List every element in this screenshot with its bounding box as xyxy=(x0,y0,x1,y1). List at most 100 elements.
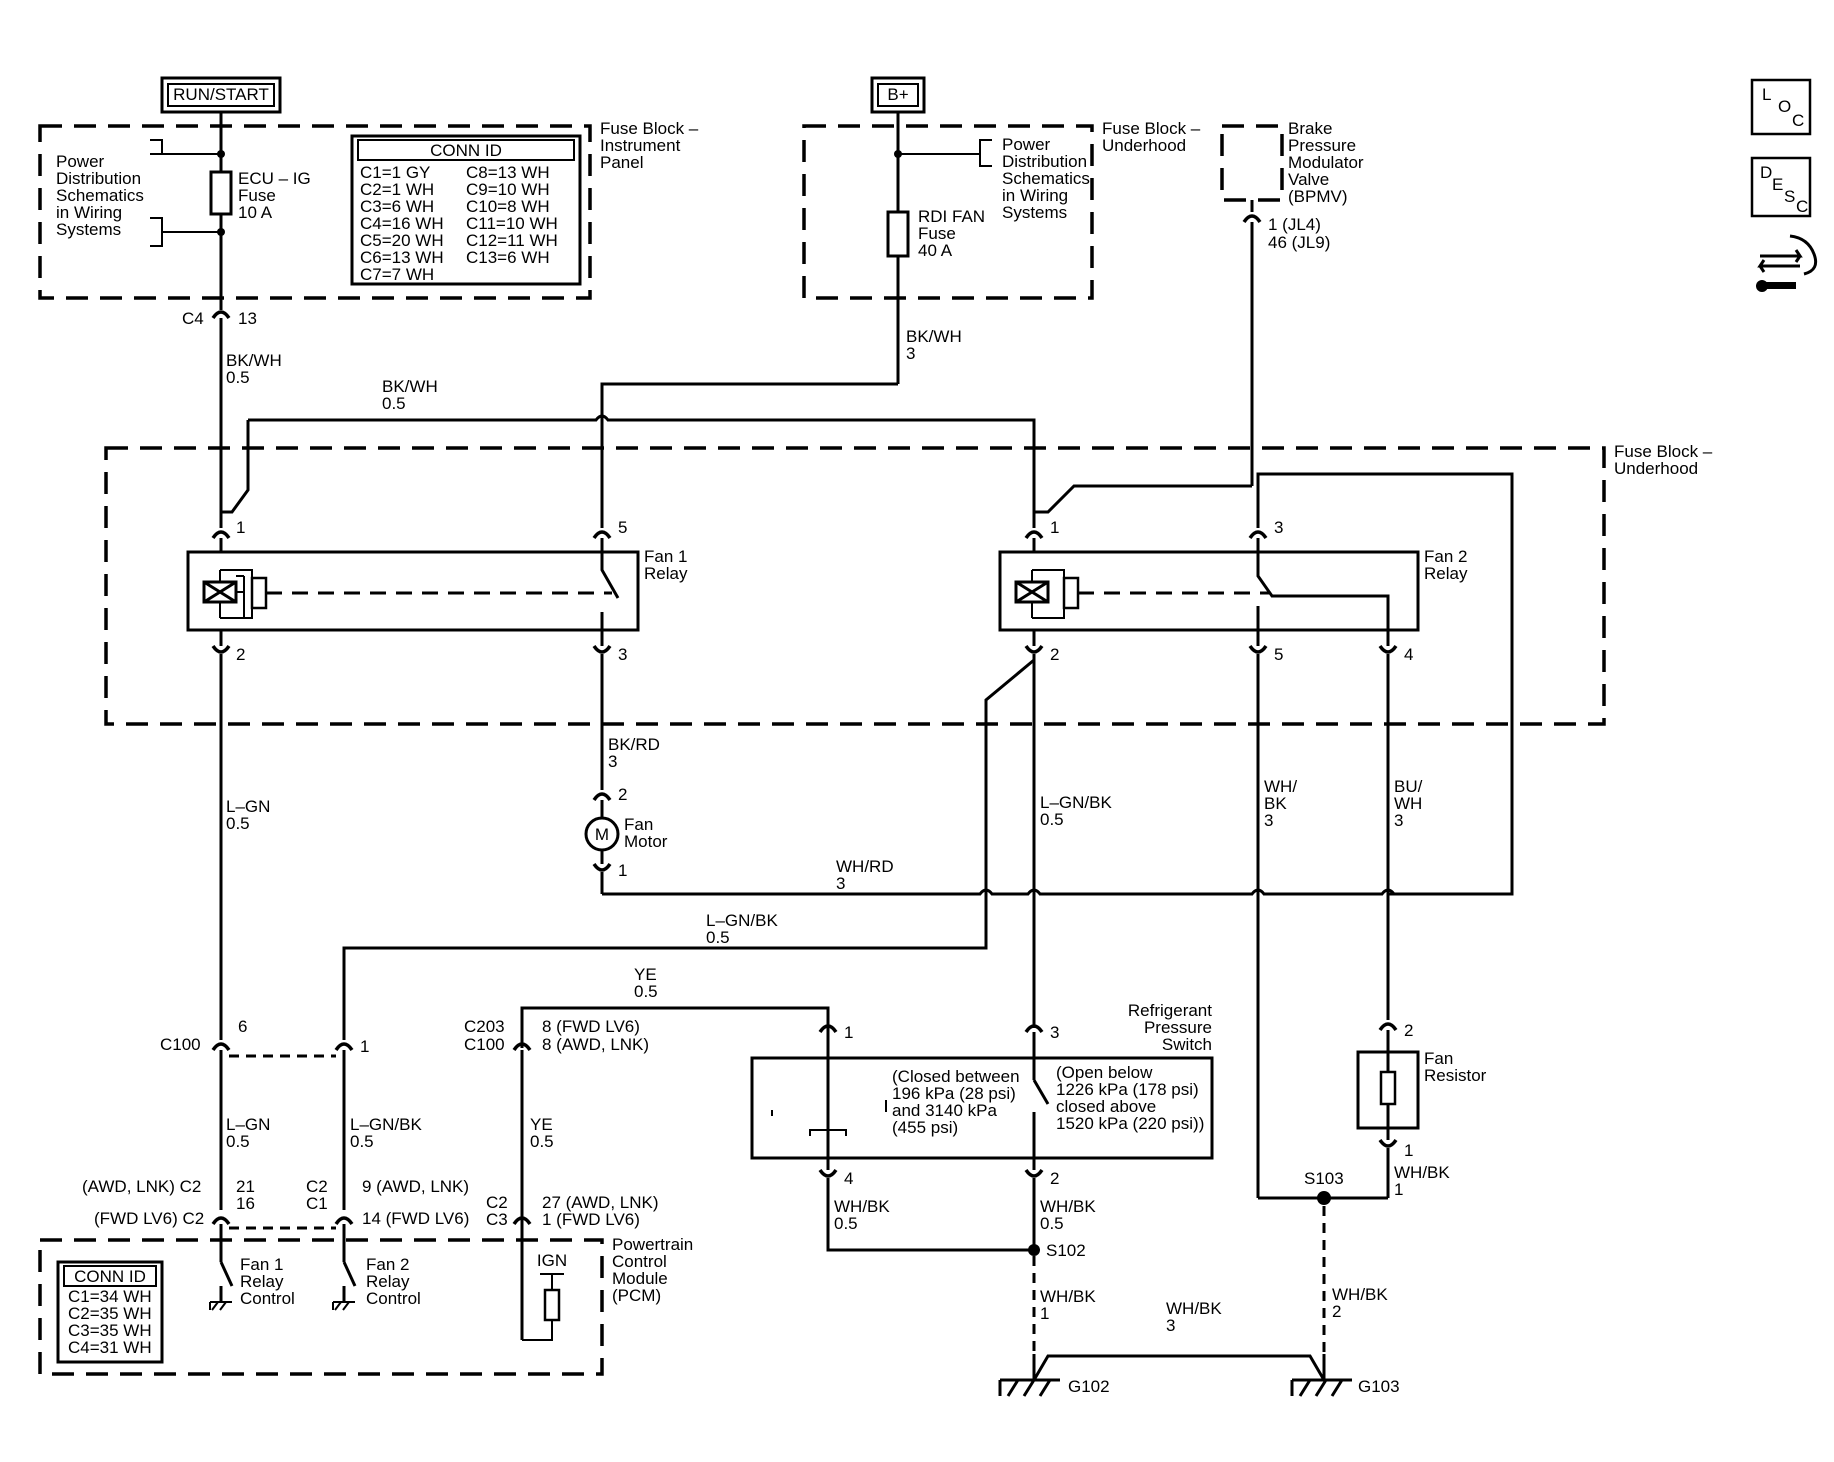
svg-text:3: 3 xyxy=(1394,811,1403,830)
fuse-block-uh-main-title: Fuse Block – Underhood xyxy=(1614,442,1713,478)
fuse-block-ip-title: Fuse Block – Instrument Panel xyxy=(600,119,699,172)
svg-text:1: 1 xyxy=(1040,1304,1049,1323)
svg-text:0.5: 0.5 xyxy=(226,368,250,387)
svg-text:M: M xyxy=(595,825,609,844)
svg-text:16: 16 xyxy=(236,1194,255,1213)
svg-text:Fan 2: Fan 2 xyxy=(366,1255,409,1274)
svg-text:C13=6 WH: C13=6 WH xyxy=(466,248,550,267)
svg-text:Underhood: Underhood xyxy=(1614,459,1698,478)
svg-text:C10=8 WH: C10=8 WH xyxy=(466,197,550,216)
svg-text:0.5: 0.5 xyxy=(706,928,730,947)
c4-pin: 13 xyxy=(238,309,257,328)
fuse-block-underhood-main-boundary xyxy=(104,446,1606,726)
svg-text:3: 3 xyxy=(1050,1023,1059,1042)
conn-id-table-ip: CONN ID C1=1 GY C2=1 WH C3=6 WH C4=16 WH… xyxy=(350,134,582,286)
desc-icon[interactable]: D E S C xyxy=(1750,156,1812,218)
svg-text:Fuse Block –: Fuse Block – xyxy=(1614,442,1713,461)
rps-open-spec: (Open below 1226 kPa (178 psi) closed ab… xyxy=(1056,1063,1204,1133)
fan-1-relay-control xyxy=(209,1224,234,1311)
fuse-block-uh-top-title: Fuse Block – Underhood xyxy=(1102,119,1201,155)
svg-text:2: 2 xyxy=(1332,1302,1341,1321)
svg-text:46 (JL9): 46 (JL9) xyxy=(1268,233,1330,252)
g103-ground xyxy=(1290,1354,1352,1397)
svg-text:closed above: closed above xyxy=(1056,1097,1156,1116)
svg-text:1226 kPa (178 psi): 1226 kPa (178 psi) xyxy=(1056,1080,1199,1099)
fan-motor-pin-top: 2 xyxy=(618,785,627,804)
bpmv-label: Brake Pressure Modulator Valve (BPMV) xyxy=(1288,119,1364,206)
lgn-wire-label-b: L–GN 0.5 xyxy=(226,1115,270,1151)
svg-text:0.5: 0.5 xyxy=(634,982,658,1001)
svg-text:BK/RD: BK/RD xyxy=(608,735,660,754)
svg-text:Distribution: Distribution xyxy=(56,169,141,188)
svg-text:WH/BK: WH/BK xyxy=(1394,1163,1450,1182)
svg-text:3: 3 xyxy=(836,874,845,893)
svg-text:1: 1 xyxy=(844,1023,853,1042)
svg-text:21: 21 xyxy=(236,1177,255,1196)
loc-icon[interactable]: L O C xyxy=(1750,78,1812,136)
bkwh-wire-label-a: BK/WH 0.5 xyxy=(226,351,282,387)
svg-text:Fan 1: Fan 1 xyxy=(240,1255,283,1274)
svg-text:Power: Power xyxy=(56,152,105,171)
bkrd-wire-label: BK/RD 3 xyxy=(608,735,660,771)
lgnbk-wire-label-b: L–GN/BK 0.5 xyxy=(706,911,778,947)
c203-connector xyxy=(512,1042,532,1240)
whbk-wire-label-g: WH/BK 2 xyxy=(1332,1285,1388,1321)
svg-text:Systems: Systems xyxy=(1002,203,1067,222)
svg-text:O: O xyxy=(1778,97,1791,116)
svg-text:0.5: 0.5 xyxy=(382,394,406,413)
svg-text:Underhood: Underhood xyxy=(1102,136,1186,155)
bpmv-pins: 1 (JL4) 46 (JL9) xyxy=(1268,215,1330,252)
connector-end-view-icon[interactable] xyxy=(1756,234,1818,292)
s103-splice xyxy=(1317,1191,1331,1205)
svg-text:1 (FWD LV6): 1 (FWD LV6) xyxy=(542,1210,640,1229)
fan-2-relay xyxy=(998,550,1420,646)
c100-label: C100 xyxy=(160,1035,201,1054)
svg-text:L: L xyxy=(1762,85,1771,104)
bplus-label: B+ xyxy=(870,76,926,114)
pcm-ign-input: IGN xyxy=(520,1232,567,1341)
svg-text:10 A: 10 A xyxy=(238,203,273,222)
svg-text:Fan: Fan xyxy=(624,815,653,834)
svg-text:L–GN: L–GN xyxy=(226,797,270,816)
svg-text:Fuse Block –: Fuse Block – xyxy=(600,119,699,138)
svg-text:Power: Power xyxy=(1002,135,1051,154)
svg-text:4: 4 xyxy=(1404,645,1413,664)
svg-text:3: 3 xyxy=(618,645,627,664)
svg-text:RDI FAN: RDI FAN xyxy=(918,207,985,226)
pcm-c2-labels: (AWD, LNK) C2 (FWD LV6) C2 21 16 C2 C1 9… xyxy=(82,1177,659,1229)
whbk-wire-label-d: WH/BK 1 xyxy=(1394,1163,1450,1199)
svg-text:C12=11 WH: C12=11 WH xyxy=(466,231,558,250)
svg-text:(Closed between: (Closed between xyxy=(892,1067,1020,1086)
c203-label: C203 xyxy=(464,1017,505,1036)
svg-text:C7=7 WH: C7=7 WH xyxy=(360,265,434,284)
fan-motor-pin-bottom: 1 xyxy=(618,861,627,880)
ecu-ig-fuse-label: ECU – IG Fuse 10 A xyxy=(238,169,311,222)
svg-text:Relay: Relay xyxy=(366,1272,410,1291)
svg-text:E: E xyxy=(1772,175,1783,194)
fan-motor: M xyxy=(584,792,620,894)
c100-pin-a: 6 xyxy=(238,1017,247,1036)
svg-text:Powertrain: Powertrain xyxy=(612,1235,693,1254)
svg-text:WH/RD: WH/RD xyxy=(836,857,894,876)
svg-text:C2=35 WH: C2=35 WH xyxy=(68,1304,152,1323)
svg-text:1: 1 xyxy=(1050,518,1059,537)
svg-text:Fuse: Fuse xyxy=(238,186,276,205)
power-distribution-ref-uh: Power Distribution Schematics in Wiring … xyxy=(1002,135,1090,222)
svg-text:C5=20 WH: C5=20 WH xyxy=(360,231,444,250)
power-distribution-ref-ip: Power Distribution Schematics in Wiring … xyxy=(56,152,144,239)
svg-text:Fuse: Fuse xyxy=(918,224,956,243)
svg-text:14 (FWD LV6): 14 (FWD LV6) xyxy=(362,1209,469,1228)
svg-text:0.5: 0.5 xyxy=(834,1214,858,1233)
svg-text:YE: YE xyxy=(634,965,657,984)
svg-text:(AWD, LNK) C2: (AWD, LNK) C2 xyxy=(82,1177,201,1196)
svg-text:Modulator: Modulator xyxy=(1288,153,1364,172)
svg-text:Fan 1: Fan 1 xyxy=(644,547,687,566)
svg-text:1520 kPa (220 psi)): 1520 kPa (220 psi)) xyxy=(1056,1114,1204,1133)
svg-text:C: C xyxy=(1796,197,1808,216)
whrd-wire-label: WH/RD 3 xyxy=(836,857,894,893)
g103-label: G103 xyxy=(1358,1377,1400,1396)
svg-text:3: 3 xyxy=(608,752,617,771)
svg-text:(Open below: (Open below xyxy=(1056,1063,1153,1082)
